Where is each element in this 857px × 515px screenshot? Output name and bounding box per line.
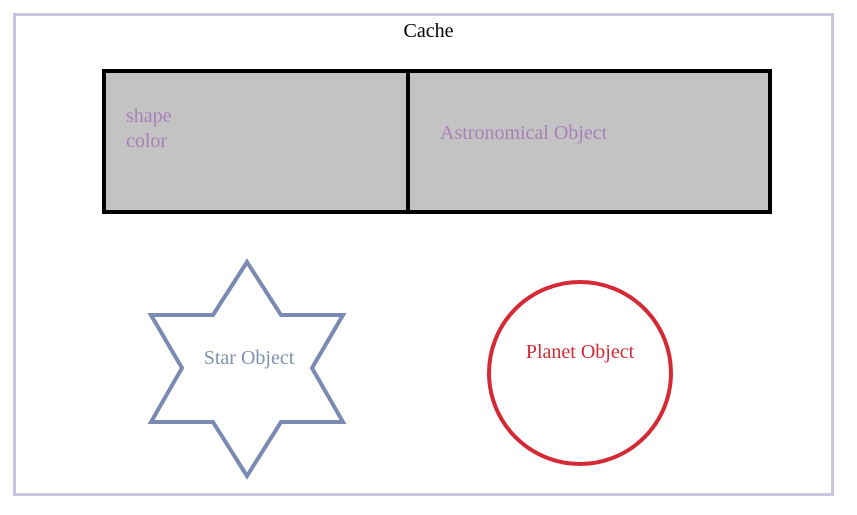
star-shape (147, 258, 347, 480)
cache-key-cell: shape color (106, 73, 410, 210)
cache-value-cell: Astronomical Object (410, 73, 768, 210)
cache-key-shape: shape (126, 105, 172, 127)
diagram-frame (13, 13, 834, 496)
diagram-title: Cache (403, 20, 454, 42)
planet-shape (487, 280, 673, 466)
planet-label: Planet Object (525, 341, 635, 363)
cache-value: Astronomical Object (440, 122, 608, 144)
cache-key-color: color (126, 130, 168, 152)
cache-table: shape color Astronomical Object (102, 69, 772, 214)
star-label: Star Object (203, 347, 295, 369)
